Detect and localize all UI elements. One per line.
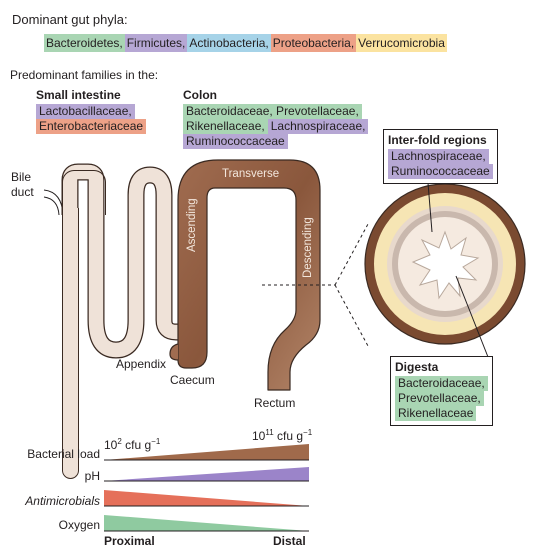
interfold-box: Inter-fold regions Lachnospiraceae, Rumi… <box>383 129 498 184</box>
transverse-label: Transverse <box>222 168 280 180</box>
small-intestine-bend <box>62 170 106 215</box>
bile-duct <box>43 189 64 216</box>
colon-cross-section <box>364 183 526 345</box>
lumen-folds <box>411 230 480 300</box>
ph-wedge <box>104 467 309 481</box>
digesta-title: Digesta <box>395 360 439 374</box>
families-heading: Predominant families in the: <box>10 68 159 82</box>
interfold-title: Inter-fold regions <box>388 133 487 147</box>
proximal-label: Proximal <box>104 534 155 548</box>
digesta-prevotellaceae: Prevotellaceae, <box>395 391 484 406</box>
small-intestine-families: Small intestine Lactobacillaceae, Entero… <box>36 88 147 134</box>
family-lachnospiraceae: Lachnospiraceae, <box>267 119 369 134</box>
gradient-wedges <box>104 444 309 532</box>
bacterial-load-wedge <box>104 444 309 460</box>
small-intestine-title: Small intestine <box>36 88 121 102</box>
bile-duct-label: Bile duct <box>11 170 34 199</box>
ascending-label: Ascending <box>186 198 198 252</box>
caecum-label: Caecum <box>170 373 215 387</box>
oxygen-label: Oxygen <box>58 518 100 532</box>
colon-families: Colon Bacteroidaceae, Prevotellaceae, Ri… <box>183 88 369 149</box>
descending-label: Descending <box>302 217 314 278</box>
distal-label: Distal <box>273 534 306 548</box>
phylum-proteobacteria: Proteobacteria, <box>270 34 357 52</box>
phylum-bacteroidetes: Bacteroidetes, <box>44 34 125 52</box>
family-bacteroidaceae-prevotellaceae: Bacteroidaceae, Prevotellaceae, <box>183 104 362 119</box>
oxygen-wedge <box>104 515 309 531</box>
digesta-bacteroidaceae: Bacteroidaceae, <box>395 376 488 391</box>
digesta-rikenellaceae: Rikenellaceae <box>395 406 477 421</box>
interfold-ruminococcaceae: Ruminococcaceae <box>388 164 493 179</box>
interfold-lachnospiraceae: Lachnospiraceae, <box>388 149 489 164</box>
family-lactobacillaceae: Lactobacillaceae, <box>36 104 135 119</box>
appendix <box>169 343 179 361</box>
ph-label: pH <box>84 469 100 483</box>
colon <box>177 159 321 391</box>
rectum-label: Rectum <box>254 396 296 410</box>
bacterial-load-label: Bacterial load <box>27 447 100 461</box>
antimicrobials-wedge <box>104 490 309 506</box>
low-count-label: 102 cfu g−1 <box>104 437 161 452</box>
family-enterobacteriaceae: Enterobacteriaceae <box>36 119 147 134</box>
phyla-list: Bacteroidetes,Firmicutes,Actinobacteria,… <box>44 34 447 52</box>
phylum-verrucomicrobia: Verrucomicrobia <box>356 34 447 52</box>
digesta-box: Digesta Bacteroidaceae, Prevotellaceae, … <box>390 356 493 426</box>
antimicrobials-label: Antimicrobials <box>25 494 100 508</box>
high-count-label: 1011 cfu g−1 <box>252 428 313 443</box>
phylum-actinobacteria: Actinobacteria, <box>187 34 271 52</box>
phyla-heading: Dominant gut phyla: <box>12 12 128 27</box>
appendix-label: Appendix <box>116 357 167 371</box>
colon-title: Colon <box>183 88 217 102</box>
family-ruminococcaceae: Ruminococcaceae <box>183 134 288 149</box>
family-rikenellaceae: Rikenellaceae, <box>183 119 268 134</box>
phylum-firmicutes: Firmicutes, <box>124 34 188 52</box>
small-intestine-limb <box>62 208 79 479</box>
